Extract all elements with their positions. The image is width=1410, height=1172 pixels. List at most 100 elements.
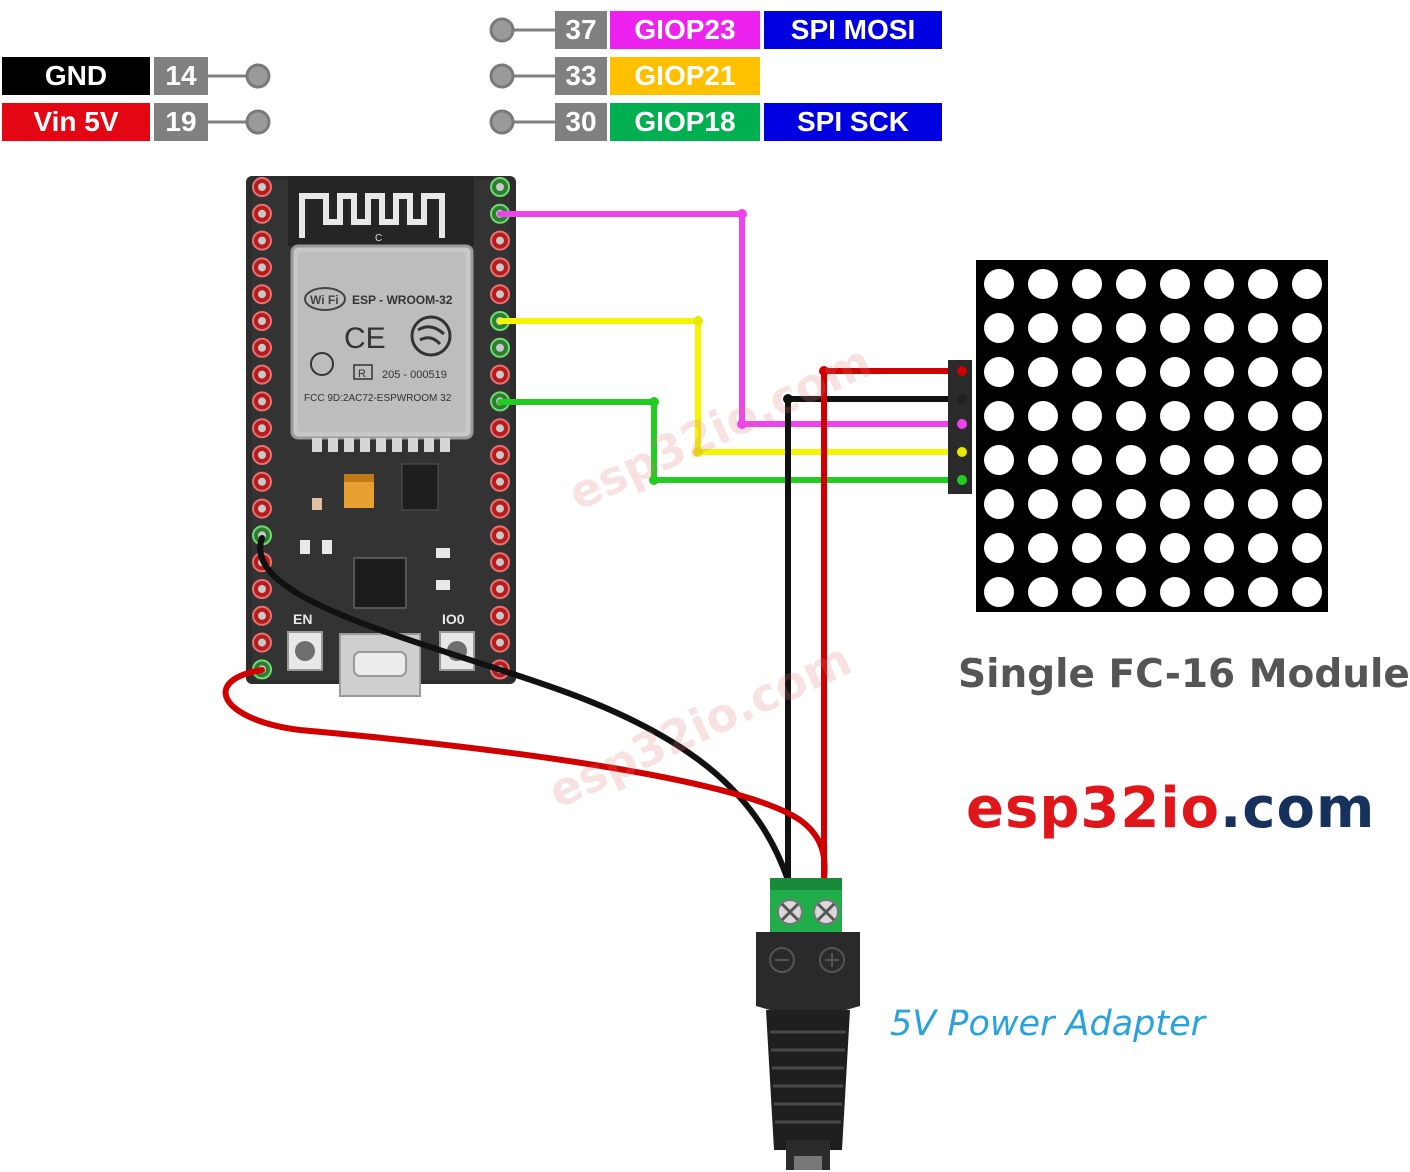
led-dot — [1116, 269, 1146, 299]
cert-number: 205 - 000519 — [382, 369, 447, 381]
led-dot — [1160, 313, 1190, 343]
esp32-board: C Wi Fi ESP - WROOM-32 CE R 205 - 000519… — [246, 176, 516, 697]
led-dot — [1204, 489, 1234, 519]
led-dot — [1028, 269, 1058, 299]
plus-symbol-icon — [819, 947, 845, 973]
led-dot — [984, 577, 1014, 607]
header-pin-hole — [258, 397, 266, 406]
wire-board-vin — [222, 667, 828, 883]
pin-label-lead-ends — [245, 17, 515, 135]
header-pin-hole — [496, 451, 504, 459]
module-pads — [312, 438, 450, 452]
wifi-logo-icon — [304, 287, 346, 311]
led-dot — [1292, 401, 1322, 431]
header-pin-hole — [258, 477, 266, 486]
led-dot — [1248, 313, 1278, 343]
header-pin-hole — [258, 585, 266, 593]
pin-number-30: 30 — [555, 103, 607, 141]
header-pin-hole — [258, 263, 266, 272]
led-dot — [1072, 269, 1102, 299]
button-en-label: EN — [293, 611, 312, 627]
led-dot — [1072, 445, 1102, 475]
header-pin-hole — [258, 209, 266, 218]
led-dot — [1160, 269, 1190, 299]
header-pin-hole — [258, 236, 266, 245]
led-dot — [1116, 533, 1146, 563]
header-pin-hole — [496, 531, 504, 540]
power-adapter — [756, 878, 860, 1170]
led-dot — [984, 489, 1014, 519]
header-pin-hole — [258, 317, 266, 325]
led-dot — [1248, 489, 1278, 519]
pin-number-vin: 19 — [154, 103, 208, 141]
svg-text:R: R — [358, 368, 366, 380]
led-dot — [1028, 445, 1058, 475]
led-matrix-module — [948, 260, 1328, 612]
header-pin-hole — [258, 424, 266, 433]
led-dot — [1248, 445, 1278, 475]
header-pin-hole — [258, 611, 266, 620]
function-label-sck: SPI SCK — [764, 103, 942, 141]
header-pin-hole — [258, 290, 266, 299]
led-dot — [1204, 357, 1234, 387]
pin-number-gnd: 14 — [154, 57, 208, 95]
antenna-mark: C — [375, 233, 382, 244]
led-dot — [984, 313, 1014, 343]
wire-sck — [497, 399, 961, 483]
header-pin-hole — [258, 343, 266, 352]
led-dot — [1160, 401, 1190, 431]
header-pin-hole — [258, 370, 266, 379]
led-dot — [1028, 401, 1058, 431]
led-dot — [984, 269, 1014, 299]
header-pin-hole — [496, 477, 504, 486]
led-dot — [1292, 269, 1322, 299]
brand-logo-text: esp32io.com — [966, 776, 1375, 841]
pin-name-gnd: GND — [2, 57, 150, 95]
led-dot — [984, 533, 1014, 563]
led-dot — [1160, 445, 1190, 475]
cert-mark-icon — [310, 352, 334, 376]
led-dot — [1028, 357, 1058, 387]
led-dot — [1072, 489, 1102, 519]
led-dot — [1116, 313, 1146, 343]
header-pin-hole — [496, 638, 504, 647]
header-pin-hole — [496, 236, 504, 245]
wire-matrix-power — [821, 368, 961, 883]
led-dot — [1028, 533, 1058, 563]
led-dot — [1028, 489, 1058, 519]
led-dot — [1160, 577, 1190, 607]
gpio-label-21: GIOP21 — [610, 57, 760, 95]
led-dot — [1116, 489, 1146, 519]
module-label: ESP - WROOM-32 — [352, 293, 453, 307]
header-pin-hole — [496, 504, 504, 513]
header-pin-hole — [496, 263, 504, 272]
led-dot — [1204, 445, 1234, 475]
led-dot — [1292, 533, 1322, 563]
led-dot — [1160, 357, 1190, 387]
led-dot — [1116, 445, 1146, 475]
led-dot — [984, 445, 1014, 475]
usb-uart-chip — [353, 557, 407, 609]
pin-name-vin: Vin 5V — [2, 103, 150, 141]
brand-part-3: .com — [1220, 776, 1376, 841]
led-dot — [1072, 401, 1102, 431]
wire-joints — [649, 209, 829, 485]
voltage-regulator — [401, 463, 439, 511]
pin-number-37: 37 — [555, 11, 607, 49]
module-caption: Single FC-16 Module — [958, 652, 1410, 697]
wire-matrix-ground — [785, 396, 961, 883]
wire-board-ground — [257, 535, 791, 883]
header-pin-hole — [496, 585, 504, 593]
header-pin-hole — [496, 343, 504, 352]
function-label-mosi: SPI MOSI — [764, 11, 942, 49]
led-dot — [1116, 357, 1146, 387]
matrix-header-pins — [957, 366, 967, 485]
led-dot — [1160, 489, 1190, 519]
led-dot — [1028, 577, 1058, 607]
led-dot — [1028, 313, 1058, 343]
brand-part-1: esp32 — [966, 776, 1161, 841]
antenna-trace — [299, 193, 445, 238]
pin-number-33: 33 — [555, 57, 607, 95]
led-dot — [1248, 401, 1278, 431]
led-dots — [984, 269, 1322, 607]
